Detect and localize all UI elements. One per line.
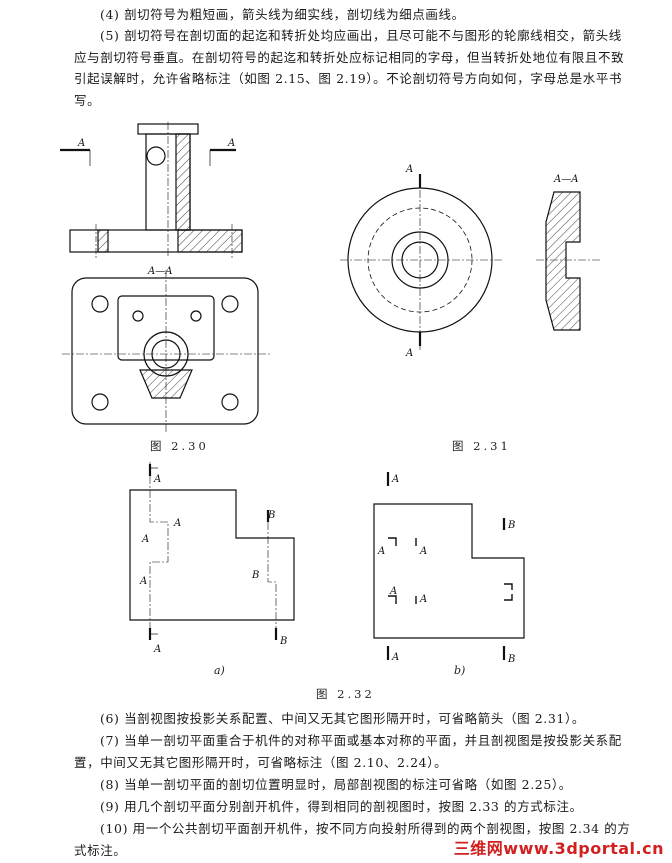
paragraph-5: (5) 剖切符号在剖切面的起迄和转折处均应画出，且尽可能不与图形的轮廓线相交，箭… [74, 28, 625, 108]
caption-2-31: 图 2.31 [452, 439, 511, 453]
paragraph-7: (7) 当单一剖切平面重合于机件的对称平面或基本对称的平面，并且剖视图是按投影关… [74, 733, 622, 770]
letter-a: A [391, 474, 399, 485]
letter-a: A [139, 576, 147, 587]
caption-2-30: 图 2.30 [150, 439, 209, 453]
letter-a: A [141, 534, 149, 545]
sub-label-b: b) [454, 664, 466, 677]
letter-b: B [507, 520, 515, 531]
caption-2-32: 图 2.32 [316, 687, 375, 701]
paragraph-4: (4) 剖切符号为粗短画，箭头线为细实线，剖切线为细点画线。 [100, 7, 465, 22]
letter-a: A [377, 546, 385, 557]
section-label: A—A [147, 266, 172, 277]
letter-b: B [507, 654, 515, 665]
letter-a: A [173, 518, 181, 529]
letter-b: B [251, 570, 259, 581]
cut-letter-bottom: A [405, 348, 413, 359]
letter-a: A [389, 586, 397, 597]
flange-front-view [340, 174, 502, 350]
paragraph-9: (9) 用几个剖切平面分别剖开机件，得到相同的剖视图时，按图 2.33 的方式标… [100, 799, 583, 814]
letter-b: B [279, 636, 287, 647]
paragraph-6: (6) 当剖视图按投影关系配置、中间又无其它图形隔开时，可省略箭头（图 2.31… [100, 711, 585, 726]
top-view [62, 270, 270, 434]
paragraph-8: (8) 当单一剖切平面的剖切位置明显时，局部剖视图的标注可省略（如图 2.25）… [100, 777, 572, 792]
letter-a: A [153, 474, 161, 485]
front-section-view [60, 122, 243, 258]
figure-2-32-b: A A A A A A B B [373, 472, 525, 665]
figure-2-30: A A A—A [60, 122, 270, 434]
flange-section-view [536, 191, 600, 331]
letter-a: A [153, 644, 161, 655]
section-label: A—A [553, 174, 578, 185]
watermark: 三维网www.3dportal.cn [453, 839, 664, 858]
cut-letter-top: A [405, 164, 413, 175]
cut-letter-right: A [227, 138, 235, 149]
letter-a: A [419, 594, 427, 605]
paragraph-10: (10) 用一个公共剖切平面剖开机件，按不同方向投射所得到的两个剖视图，按图 2… [74, 821, 631, 858]
sub-label-a: a) [214, 664, 225, 677]
cut-letter-left: A [77, 138, 85, 149]
letter-a: A [419, 546, 427, 557]
figure-2-32-a: A A A A A B B B [129, 462, 295, 655]
figure-2-31: A A A—A [340, 164, 600, 359]
letter-b: B [267, 510, 275, 521]
letter-a: A [391, 652, 399, 663]
